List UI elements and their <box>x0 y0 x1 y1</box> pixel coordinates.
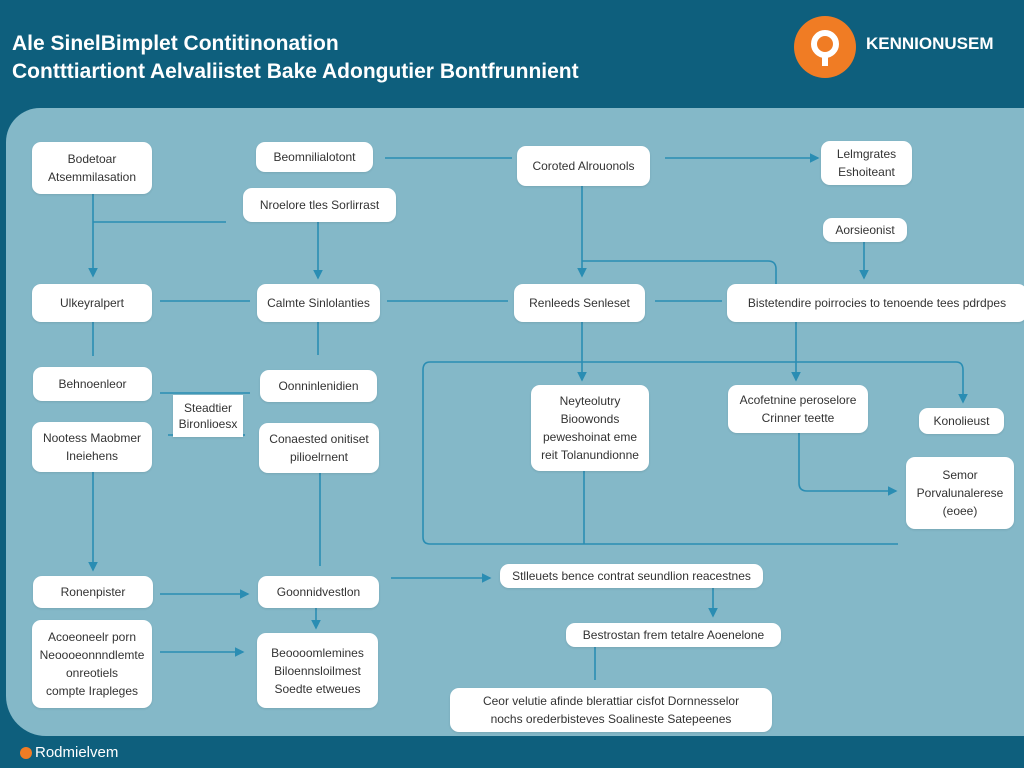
node-label: Bodetoar <box>67 152 117 166</box>
brand-name: KENNIONUSEM <box>866 34 994 53</box>
diagram-node[interactable]: Behnoenleor <box>33 367 152 401</box>
diagram-node[interactable]: Goonnidvestlon <box>258 576 379 608</box>
node-label: peweshoinat eme <box>542 430 638 444</box>
node-label: Eshoiteant <box>838 165 895 179</box>
diagram-node[interactable]: Calmte Sinlolanties <box>257 284 380 322</box>
node-label: Beoooomlemines <box>271 645 364 660</box>
diagram-node[interactable]: Oonninlenidien <box>260 370 377 402</box>
title-line-1: Ale SinelBimplet Contitinonation <box>12 32 339 55</box>
node-label: Crinner teette <box>761 411 835 425</box>
node-label: Bioowonds <box>560 412 620 426</box>
node-label: Konolieust <box>933 414 990 428</box>
node-label: Renleeds Senleset <box>529 296 630 310</box>
node-label: Aorsieonist <box>835 223 895 237</box>
node-label: Ulkeyralpert <box>59 296 125 310</box>
node-label: Oonninlenidien <box>278 379 359 393</box>
diagram-node[interactable]: Bestrostan frem tetalre Aoenelone <box>566 623 781 647</box>
node-label: Neyteolutry <box>559 394 621 408</box>
node-label: Acofetnine peroselore <box>739 393 857 407</box>
diagram-node[interactable]: Ulkeyralpert <box>32 284 152 322</box>
brand-logo-icon <box>794 16 856 78</box>
node-label: Steadtier <box>183 401 233 415</box>
diagram-node[interactable]: Bistetendire poirrocies to tenoende tees… <box>727 284 1024 322</box>
diagram-node[interactable]: Conaested onitiset pilioelrnent <box>259 423 379 473</box>
diagram-node[interactable]: Ceor velutie afinde blerattiar cisfot Do… <box>450 688 772 732</box>
node-label: Beomnilialotont <box>273 150 356 164</box>
node-label: pilioelrnent <box>289 450 349 464</box>
node-label: nochs orederbisteves Soalineste Satepeen… <box>490 712 732 726</box>
node-label: Biloennsloilmest <box>274 663 361 678</box>
node-label: Conaested onitiset <box>269 432 369 446</box>
node-label: Behnoenleor <box>58 377 127 391</box>
node-label: Acoeoneelr porn <box>47 630 137 644</box>
node-label: Bironlioesx <box>178 417 238 431</box>
diagram-node[interactable]: Coroted Alrouonols <box>517 146 650 186</box>
diagram-node[interactable]: Nroelore tles Sorlirrast <box>243 188 396 222</box>
diagram-node[interactable]: Ronenpister <box>33 576 153 608</box>
node-label: Coroted Alrouonols <box>532 159 635 173</box>
node-label: Neoooeonnndlemte <box>39 648 145 662</box>
node-label: Lelmgrates <box>836 147 897 161</box>
node-label: reit Tolanundionne <box>541 448 639 462</box>
diagram-node[interactable]: Konolieust <box>919 408 1004 434</box>
node-label: Goonnidvestlon <box>276 585 361 599</box>
node-label: Nootess Maobmer <box>42 431 142 445</box>
node-label: Atsemmilasation <box>47 170 137 184</box>
node-label: Stlleuets bence contrat seundlion reaces… <box>512 569 751 583</box>
node-label: Bistetendire poirrocies to tenoende tees… <box>747 296 1007 310</box>
node-label: Porvalunalerese <box>916 486 1004 500</box>
node-label: Ceor velutie afinde blerattiar cisfot Do… <box>482 694 740 708</box>
footer: Rodmielvem <box>20 744 118 761</box>
diagram-node[interactable]: Aorsieonist <box>823 218 907 242</box>
node-label: Ineiehens <box>65 449 119 463</box>
node-label: Calmte Sinlolanties <box>267 296 370 310</box>
diagram-node[interactable]: Beomnilialotont <box>256 142 373 172</box>
node-label: Soedte etweues <box>274 681 361 696</box>
diagram-node[interactable]: Renleeds Senleset <box>514 284 645 322</box>
footer-label: Rodmielvem <box>35 744 119 761</box>
node-label: onreotiels <box>65 666 119 680</box>
node-label: Semor <box>942 468 978 482</box>
node-label: Bestrostan frem tetalre Aoenelone <box>582 628 765 642</box>
diagram-node[interactable]: Stlleuets bence contrat seundlion reaces… <box>500 564 763 588</box>
node-label: Nroelore tles Sorlirrast <box>259 198 380 212</box>
footer-dot-icon <box>20 746 32 759</box>
title-line-2: Contttiartiont Aelvaliistet Bake Adongut… <box>12 60 579 83</box>
node-label: (eoee) <box>942 504 978 518</box>
node-label: Ronenpister <box>60 585 126 599</box>
node-label: compte Irapleges <box>45 684 139 698</box>
